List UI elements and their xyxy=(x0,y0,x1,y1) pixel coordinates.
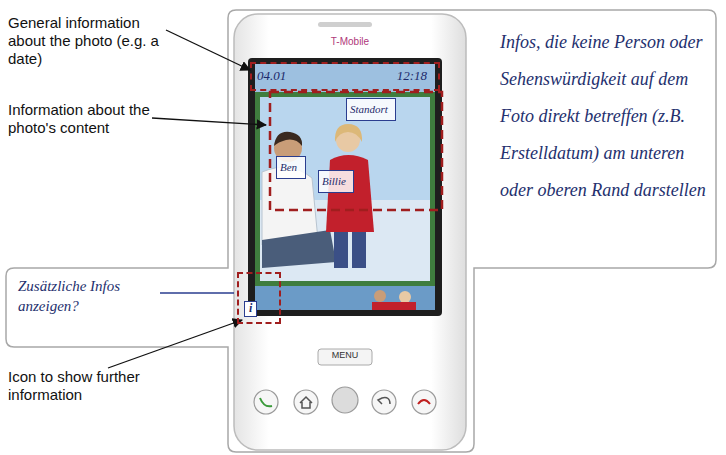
leader-arrow xyxy=(166,30,250,70)
handwritten-text: Standort xyxy=(350,103,388,116)
handwritten-text: 12:18 xyxy=(397,69,427,84)
handwritten-text: Ben xyxy=(280,161,297,174)
handwritten-text: 04.01 xyxy=(257,69,286,84)
menu-button xyxy=(318,349,372,365)
handwritten-note: Zusätzliche Infos anzeigen? xyxy=(18,276,158,317)
screen-bezel xyxy=(248,58,442,316)
callout-label: Icon to show further information xyxy=(8,368,158,404)
screen-photo xyxy=(255,64,435,310)
info-region: 04.01 12:18 xyxy=(250,62,440,91)
button-label: MENU xyxy=(332,351,359,361)
speaker xyxy=(318,22,372,27)
handwritten-text: Billie xyxy=(322,175,346,188)
info-icon: i xyxy=(244,301,257,317)
home-icon xyxy=(300,397,312,408)
content-region xyxy=(270,92,442,210)
icon-region: i xyxy=(237,272,281,324)
tag-box: Ben xyxy=(276,156,306,179)
end-call-icon xyxy=(418,400,430,404)
tag-box: Standort xyxy=(346,98,396,121)
handwritten-note: Infos, die keine Person oder Sehenswürdi… xyxy=(500,24,708,208)
phone-body xyxy=(234,14,466,450)
leader-arrow xyxy=(152,118,266,125)
callout-label: General information about the photo (e.g… xyxy=(8,14,173,68)
tag-box: Billie xyxy=(318,170,354,193)
leader-arrow xyxy=(108,320,242,368)
phone-buttons xyxy=(254,387,436,414)
call-icon xyxy=(260,398,272,406)
callout-label: Information about the photo's content xyxy=(8,101,158,137)
back-icon xyxy=(378,398,390,404)
leader-line xyxy=(160,292,234,293)
brand-label: T-Mobile xyxy=(331,36,369,47)
note-panel xyxy=(6,10,716,452)
